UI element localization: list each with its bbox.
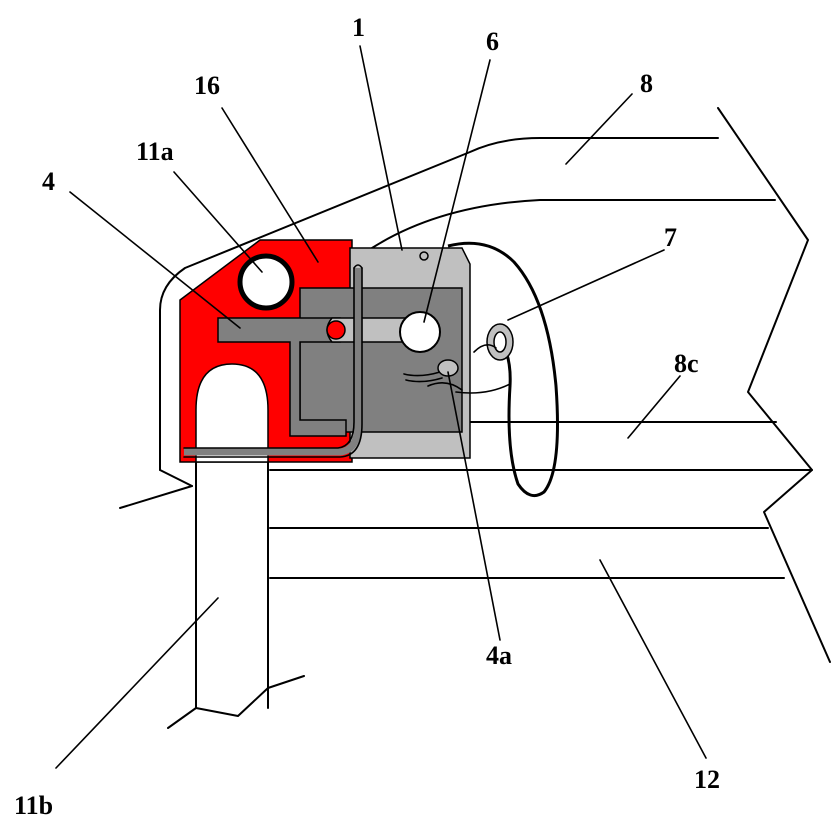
bolt-11a (237, 253, 295, 311)
leader-7 (507, 249, 665, 321)
leader-1 (359, 45, 403, 251)
slot-peg (326, 320, 346, 340)
label-1: 1 (352, 13, 365, 42)
leader-4 (69, 191, 241, 329)
pin-lanyard (455, 383, 511, 394)
frame-structure (119, 107, 831, 663)
bolt-6 (399, 311, 441, 353)
locking-rod-edge-2 (183, 267, 363, 458)
cord-7 (447, 241, 559, 498)
eyelet-7 (473, 323, 514, 361)
locking-rod-edge (183, 267, 355, 449)
leader-11b (55, 597, 219, 769)
leader-16 (221, 107, 319, 263)
dark-insert (299, 287, 463, 433)
label-7: 7 (664, 223, 677, 252)
left-stub-line-2 (159, 469, 193, 487)
leader-4a (447, 371, 501, 641)
label-16: 16 (194, 71, 220, 100)
locking-rod-top (353, 264, 363, 269)
leader-8 (565, 93, 633, 165)
label-4a: 4a (486, 641, 512, 670)
leader-lines (55, 45, 707, 769)
reference-labels: 1 6 8 16 11a 4 7 8c 4a 12 11b (14, 13, 720, 820)
small-hole (419, 251, 429, 261)
label-11a: 11a (136, 137, 174, 166)
clamp-assembly (179, 239, 559, 498)
post-opening (195, 363, 269, 463)
leader-6 (423, 59, 491, 323)
leader-8c (627, 375, 681, 439)
locking-rod (184, 268, 362, 456)
upper-contour-outer (159, 137, 719, 471)
break-line-right (717, 107, 831, 663)
label-6: 6 (486, 27, 499, 56)
label-4: 4 (42, 167, 55, 196)
post-11b-break (167, 675, 305, 729)
leader-11a (173, 171, 263, 273)
label-8: 8 (640, 69, 653, 98)
label-8c: 8c (674, 349, 699, 378)
label-12: 12 (694, 765, 720, 794)
leader-12 (599, 559, 707, 759)
left-stub-line (119, 485, 193, 509)
upper-contour-inner (371, 199, 776, 249)
label-11b: 11b (14, 791, 53, 820)
spring-pin-4a (403, 359, 463, 391)
